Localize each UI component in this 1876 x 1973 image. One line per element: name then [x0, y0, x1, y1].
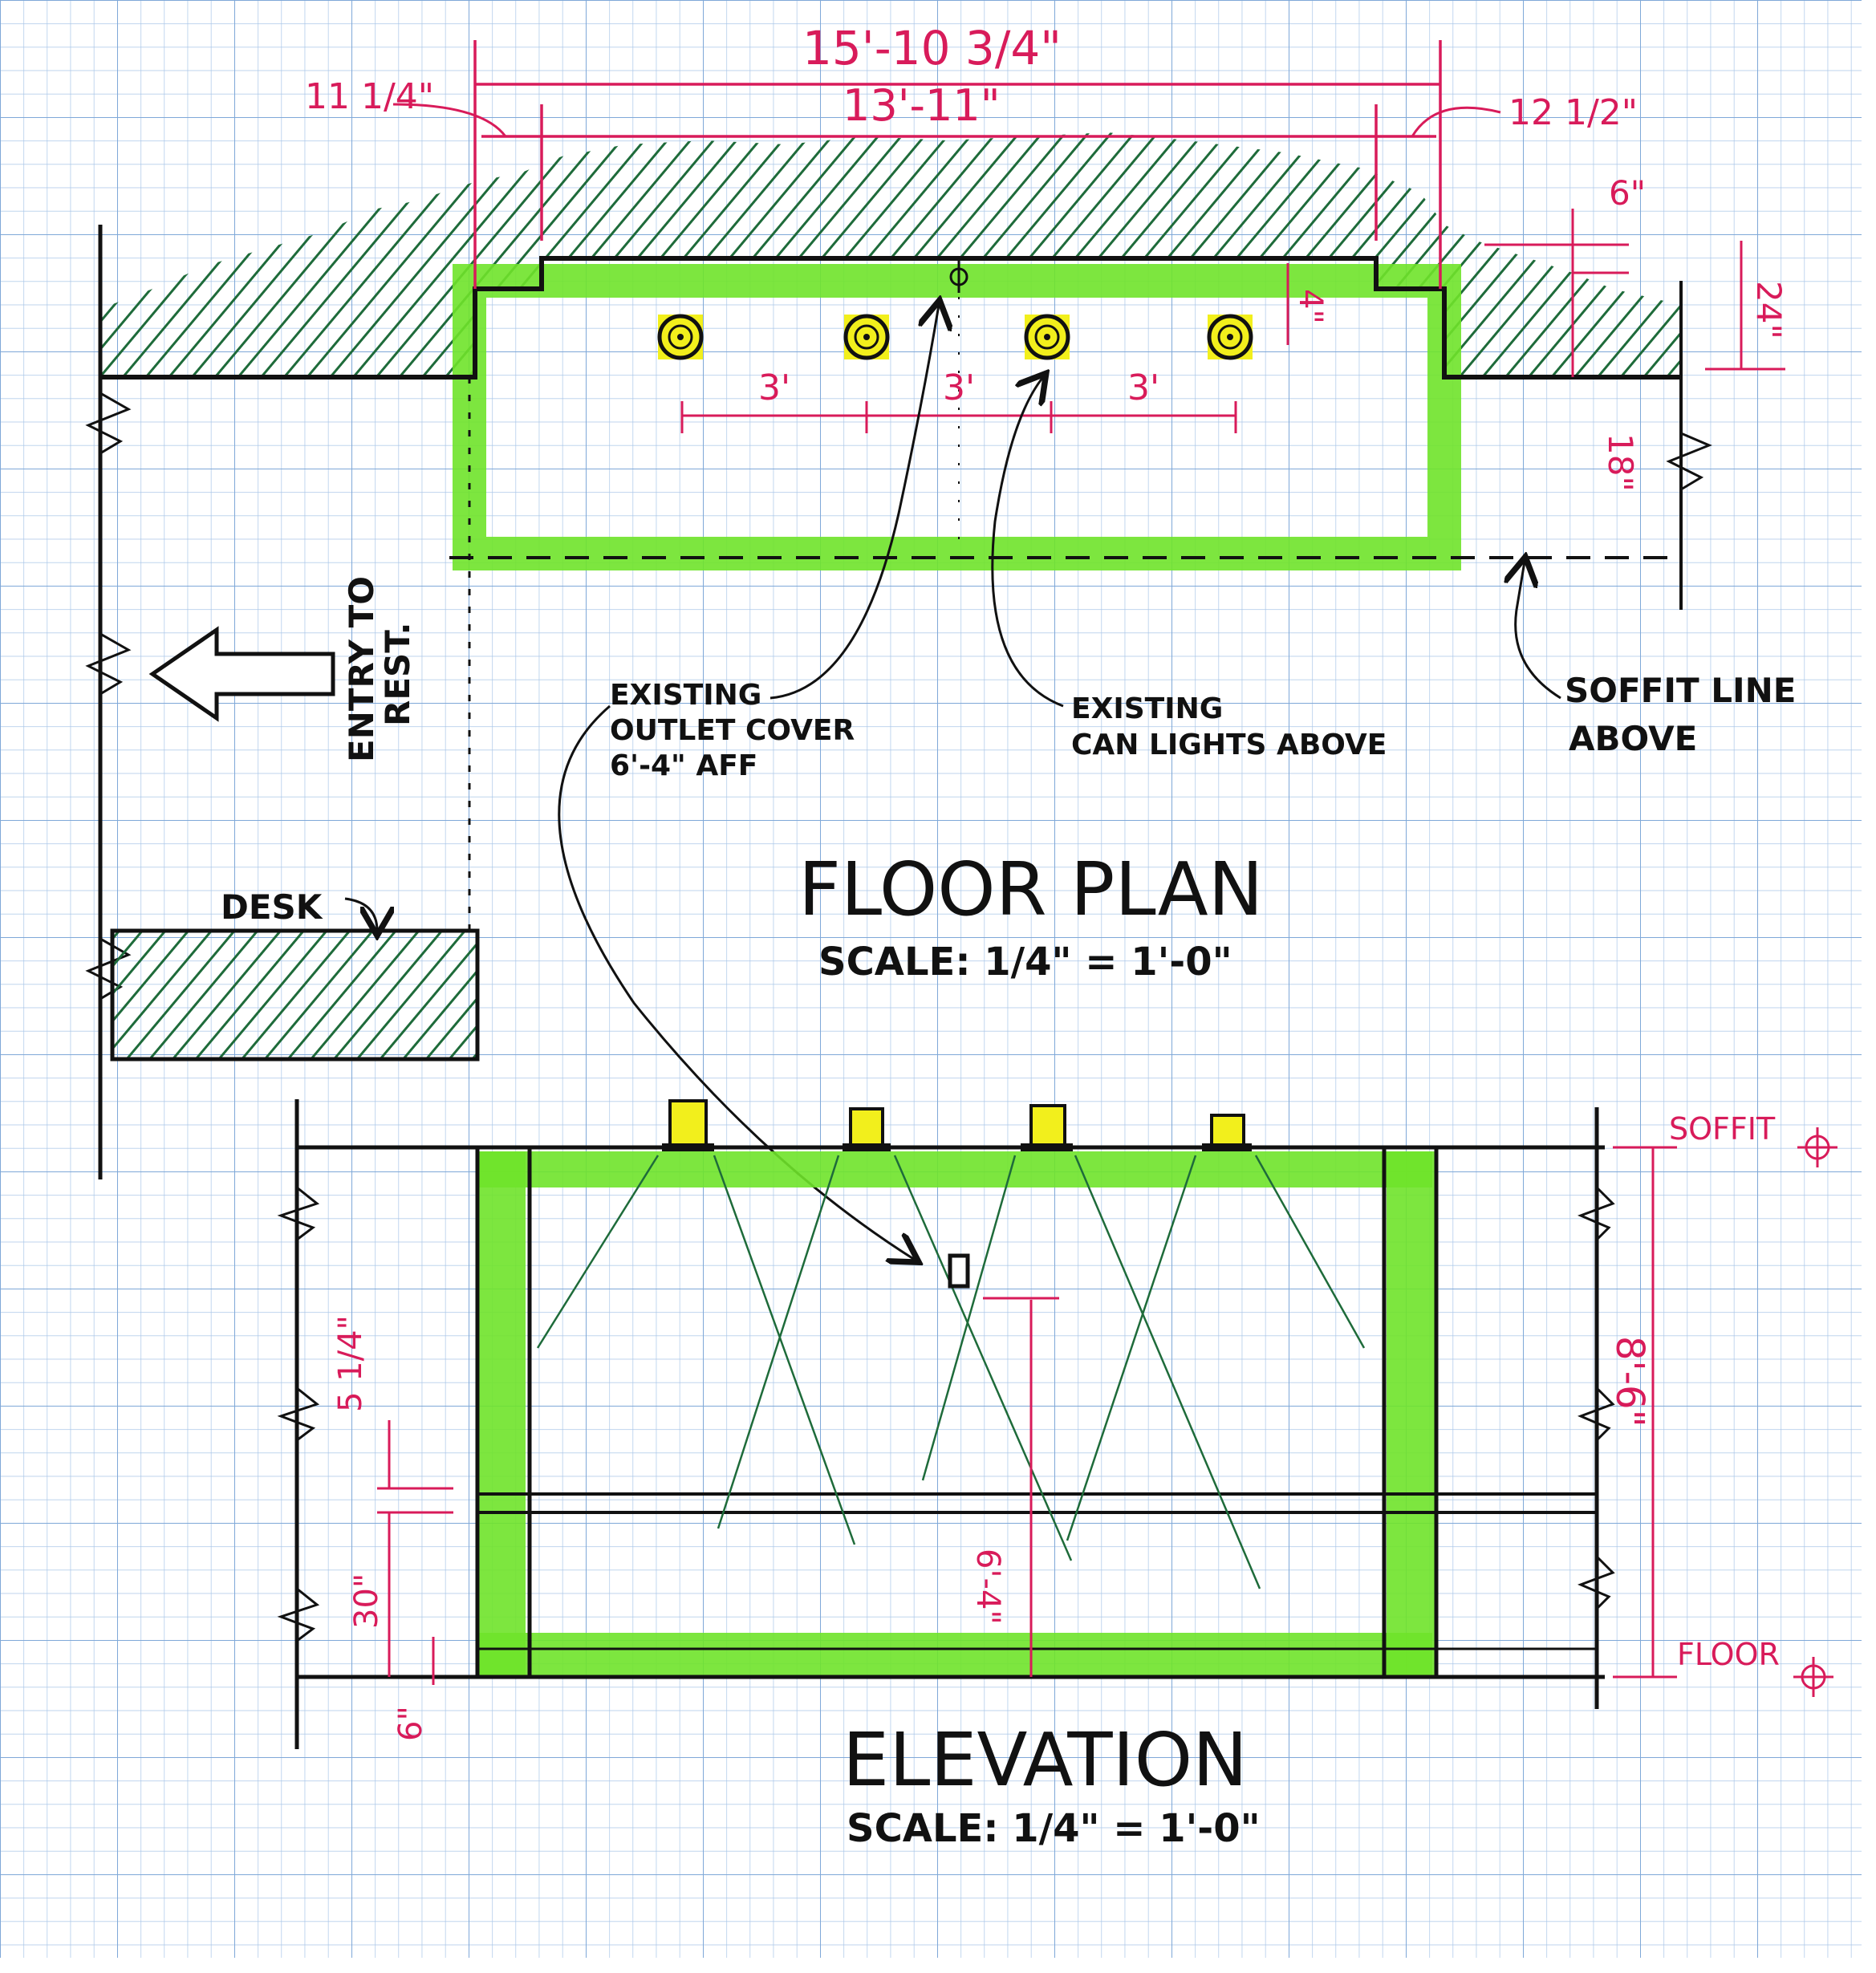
soffit-note-line2: ABOVE	[1569, 719, 1697, 758]
outlet-note-line3: 6'-4" AFF	[610, 749, 757, 782]
wainscot-label: 30"	[348, 1573, 385, 1629]
can-light-icon	[657, 314, 704, 360]
outlet-offset-label: 4"	[1292, 289, 1329, 324]
light-spacing-label-2: 3'	[943, 367, 975, 408]
outlet-elevation-icon	[948, 1253, 970, 1289]
can-light-elevation-icon	[1021, 1104, 1073, 1151]
can-light-icon	[1024, 314, 1070, 360]
elevation-green-top	[477, 1151, 1432, 1187]
desk-block	[110, 928, 480, 1062]
corridor-break-1	[85, 392, 132, 455]
elevation: 6'-4" 8'-6" 5 1/4" 30" 6" SOFFIT FLOOR E…	[277, 1099, 1837, 1851]
light-spacing-dimension	[680, 401, 1237, 433]
elevation-right-break-2	[1577, 1386, 1615, 1442]
elevation-right-break-1	[1577, 1186, 1615, 1241]
floor-plan-scale: SCALE: 1/4" = 1'-0"	[818, 940, 1232, 984]
light-spacing-label-3: 3'	[1127, 367, 1159, 408]
light-beams	[536, 1155, 1366, 1589]
outlet-note-line2: OUTLET COVER	[610, 714, 855, 747]
elevation-green-left	[477, 1151, 526, 1677]
overall-width-label: 15'-10 3/4"	[802, 21, 1062, 75]
elevation-left-break-3	[277, 1587, 320, 1642]
left-offset-leader	[392, 103, 507, 137]
elevation-green-right	[1387, 1151, 1435, 1677]
lights-note-leader	[991, 377, 1064, 708]
outlet-note-leader	[769, 305, 939, 700]
entry-arrow-icon	[148, 626, 335, 722]
rail-gap-label: 5 1/4"	[332, 1315, 369, 1412]
existing-wall-hatch	[100, 132, 1681, 377]
right-wall-break	[1666, 432, 1712, 491]
soffit-dimension	[1484, 209, 1785, 377]
desk-pointer	[344, 897, 377, 931]
soffit-step-label: 6"	[1609, 173, 1646, 213]
elevation-outline	[294, 1099, 1605, 1749]
elevation-right-break-3	[1577, 1555, 1615, 1610]
outlet-height-label: 6'-4"	[969, 1549, 1006, 1625]
alcove-outline	[100, 256, 1681, 380]
can-light-elevation-icon	[1202, 1114, 1252, 1151]
soffit-target-icon	[1797, 1127, 1837, 1167]
right-offset-leader	[1411, 106, 1501, 137]
elevation-green-bottom	[477, 1633, 1432, 1677]
lights-note-line1: EXISTING	[1071, 692, 1223, 725]
floor-plan-title: FLOOR PLAN	[798, 846, 1264, 932]
overall-height-label: 8'-6"	[1607, 1336, 1652, 1427]
overall-dimension	[473, 40, 1442, 289]
elevation-left-break-2	[277, 1386, 320, 1442]
desk-label: DESK	[221, 887, 323, 927]
can-light-icon	[1207, 314, 1253, 360]
can-light-elevation-icon	[843, 1107, 891, 1151]
outlet-symbol-icon	[949, 261, 968, 293]
elevation-title: ELEVATION	[843, 1717, 1248, 1803]
can-light-icon	[843, 314, 890, 360]
soffit-note-leader	[1516, 562, 1561, 700]
soffit-depth-label: 24"	[1749, 281, 1789, 339]
soffit-note-line1: SOFFIT LINE	[1565, 671, 1796, 710]
left-offset-label: 11 1/4"	[305, 76, 434, 117]
floor-marker-label: FLOOR	[1677, 1637, 1780, 1672]
elevation-dimensions	[377, 1146, 1677, 1685]
entry-label-line1: ENTRY TO	[342, 576, 381, 762]
elevation-scale: SCALE: 1/4" = 1'-0"	[847, 1806, 1261, 1851]
base-label: 6"	[392, 1706, 429, 1741]
floor-target-icon	[1793, 1657, 1833, 1697]
lights-note-line2: CAN LIGHTS ABOVE	[1071, 729, 1387, 761]
soffit-marker-label: SOFFIT	[1669, 1111, 1776, 1147]
can-light-elevation-icon	[662, 1099, 714, 1151]
outlet-note-line1: EXISTING	[610, 679, 761, 712]
right-offset-label: 12 1/2"	[1509, 92, 1638, 133]
outlet-to-elevation-leader	[558, 704, 915, 1260]
corridor-break-2	[85, 632, 132, 696]
light-spacing-label-1: 3'	[758, 367, 790, 408]
elevation-left-break-1	[277, 1186, 320, 1241]
entry-label-line2: REST.	[378, 622, 417, 726]
floor-plan: DESK ENTRY TO REST.	[85, 21, 1796, 1260]
inner-width-label: 13'-11"	[843, 80, 1001, 131]
wall-depth-label: 18"	[1601, 433, 1640, 492]
